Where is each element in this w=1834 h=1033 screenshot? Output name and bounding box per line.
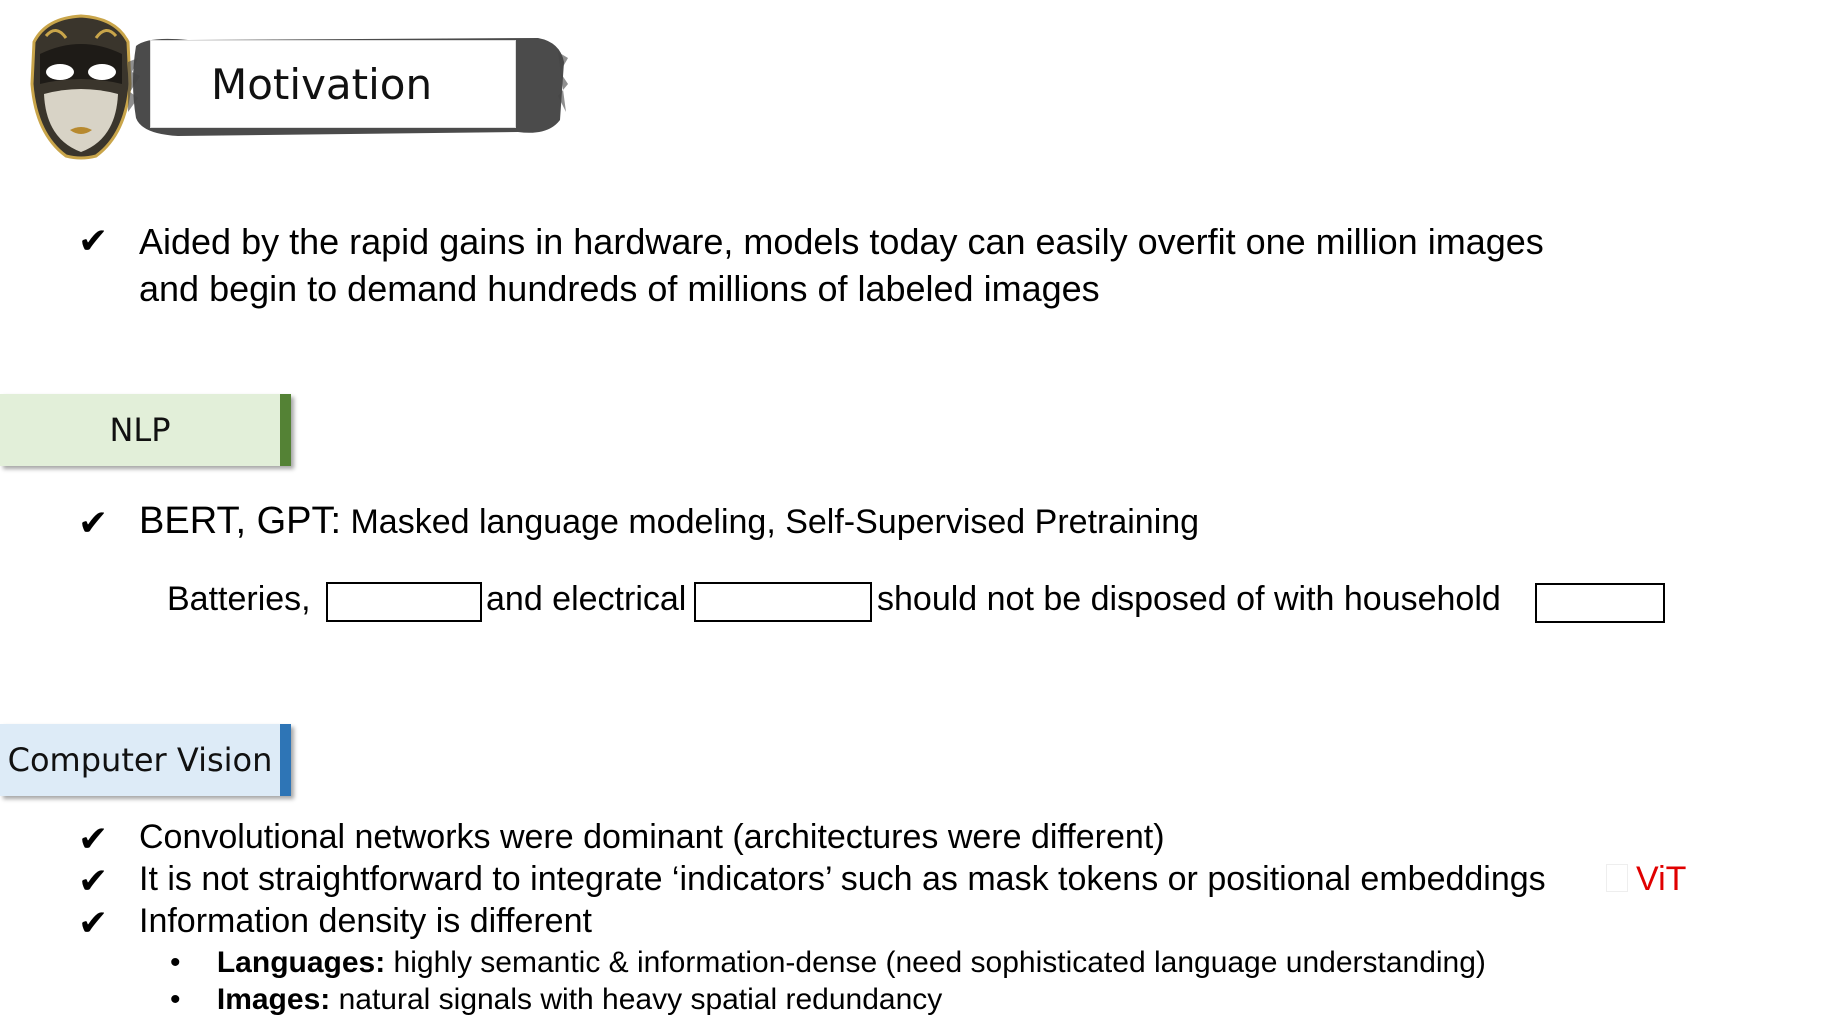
intro-line-2: and begin to demand hundreds of millions… — [139, 268, 1100, 309]
page-title: Motivation — [211, 59, 433, 109]
nlp-example-part1: Batteries, — [167, 580, 311, 618]
nlp-bullet: BERT, GPT: Masked language modeling, Sel… — [139, 500, 1779, 543]
section-label-computer-vision: Computer Vision — [0, 724, 291, 796]
check-icon: ✔ — [78, 819, 109, 860]
masked-blank-1 — [326, 582, 482, 622]
sub-bullet-languages-bold: Languages: — [216, 946, 386, 979]
page-title-box: Motivation — [150, 40, 516, 128]
check-icon: ✔ — [78, 903, 109, 944]
sub-bullet-images-text: natural signals with heavy spatial redun… — [330, 983, 943, 1016]
check-icon: ✔ — [78, 861, 109, 902]
intro-line-1: Aided by the rapid gains in hardware, mo… — [139, 221, 1544, 262]
sub-bullet-languages: • Languages: highly semantic & informati… — [170, 946, 1486, 980]
sub-bullet-languages-text: highly semantic & information-dense (nee… — [385, 946, 1486, 979]
check-icon: ✔ — [78, 503, 109, 544]
nlp-example-part3: should not be disposed of with household — [877, 580, 1501, 618]
nlp-bullet-lead: BERT, GPT: — [139, 500, 342, 542]
nlp-example-part2: and electrical — [486, 580, 687, 618]
cv-bullet-3: Information density is different — [139, 902, 592, 940]
masked-blank-2 — [694, 582, 872, 622]
venetian-mask-icon — [26, 14, 136, 160]
section-label-nlp-text: NLP — [109, 411, 171, 449]
check-icon: ✔ — [78, 221, 109, 262]
bullet-dot-icon: • — [170, 983, 181, 1016]
section-label-cv-text: Computer Vision — [7, 741, 273, 779]
bullet-dot-icon: • — [170, 946, 181, 979]
sub-bullet-images: • Images: natural signals with heavy spa… — [170, 983, 942, 1017]
title-banner: Motivation — [128, 32, 568, 142]
cv-bullet-2: It is not straightforward to integrate ‘… — [139, 860, 1546, 898]
sub-bullet-images-bold: Images: — [216, 983, 331, 1016]
placeholder-square — [1606, 864, 1628, 892]
masked-blank-3 — [1535, 583, 1665, 623]
section-label-nlp: NLP — [0, 394, 291, 466]
cv-bullet-1: Convolutional networks were dominant (ar… — [139, 818, 1165, 856]
vit-label: ViT — [1636, 860, 1687, 898]
nlp-bullet-rest: Masked language modeling, Self-Supervise… — [341, 503, 1200, 541]
intro-text: Aided by the rapid gains in hardware, mo… — [139, 218, 1799, 312]
